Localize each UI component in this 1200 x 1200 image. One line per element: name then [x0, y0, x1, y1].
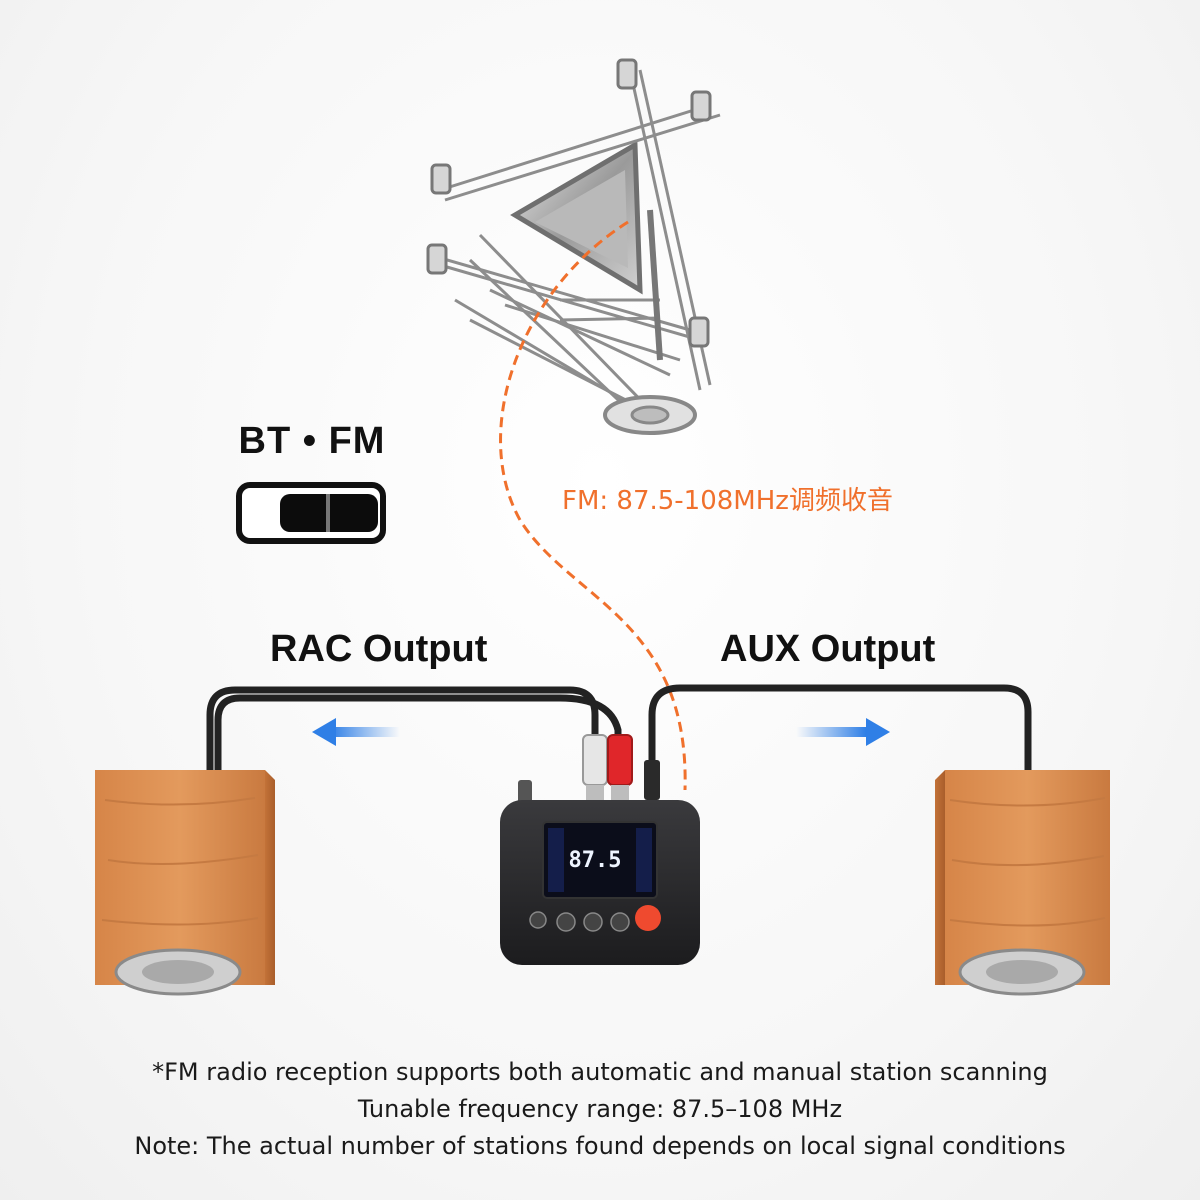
- right-arrow: [796, 718, 890, 746]
- switch-knob: [280, 494, 378, 532]
- switch-title: BT • FM: [238, 420, 386, 462]
- receiver-device: [500, 800, 700, 965]
- footnote-note: Note: The actual number of stations foun…: [134, 1132, 1066, 1160]
- left-arrow: [312, 718, 400, 746]
- fm-frequency-label: FM: 87.5-108MHz调频收音: [562, 486, 893, 516]
- footnote-frequency-range: Tunable frequency range: 87.5–108 MHz: [357, 1095, 843, 1123]
- aux-output-label: AUX Output: [720, 628, 936, 670]
- lcd-frequency: 87.5: [568, 848, 622, 873]
- fm-antenna: [426, 58, 721, 435]
- cables: [206, 684, 1032, 804]
- right-speaker: [935, 770, 1110, 996]
- footnote-scanning: *FM radio reception supports both automa…: [152, 1058, 1048, 1086]
- rac-output-label: RAC Output: [270, 628, 488, 670]
- left-speaker: [95, 770, 275, 996]
- signal-line: [499, 220, 687, 791]
- bt-fm-switch: [236, 482, 386, 544]
- rca-plugs: [518, 734, 660, 810]
